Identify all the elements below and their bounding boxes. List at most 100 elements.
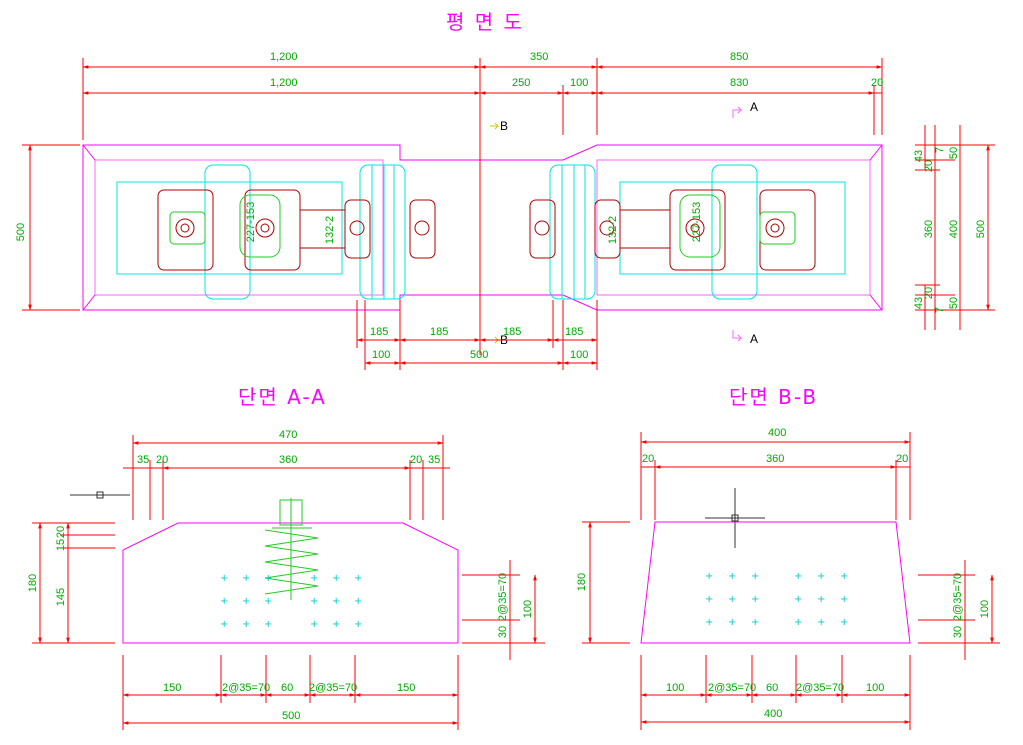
svg-text:+: +: [264, 619, 272, 630]
dim-plan-top-right-2b: 20: [871, 77, 883, 89]
dim-plan-right-i: 43: [913, 297, 925, 309]
dim-plan-top-mid-2b: 100: [570, 77, 588, 89]
dim-plan-right-g: 500: [975, 220, 987, 238]
dim-plan-top-right-1: 850: [730, 51, 748, 63]
plan-top-dimensions: [82, 58, 883, 140]
svg-text:+: +: [310, 596, 318, 607]
section-aa-title: 단면 A-A: [238, 385, 327, 409]
aa-spring-fastener: [264, 498, 319, 600]
svg-text:+: +: [242, 596, 250, 607]
svg-text:+: +: [840, 594, 848, 605]
svg-text:+: +: [728, 571, 736, 582]
dim-fastener-2: 132-2: [324, 216, 336, 244]
plan-title: 평 면 도: [446, 10, 524, 34]
dim-aa-left-c: 145: [55, 588, 67, 606]
dim-plan-right-f: 400: [948, 220, 960, 238]
svg-text:+: +: [220, 619, 228, 630]
svg-text:+: +: [794, 571, 802, 582]
svg-text:+: +: [794, 617, 802, 628]
dim-aa-top-d: 20: [410, 454, 422, 466]
plan-fasteners: [157, 189, 816, 271]
bb-cursor-crosshair: [705, 488, 765, 548]
dim-bb-left-total: 180: [576, 573, 588, 591]
dim-plan-bottom-2: 185: [430, 326, 448, 338]
section-aa: 470 35 20 360 20 35 +++ +++ +++ +++ +++ …: [27, 429, 545, 730]
plan-sleeper-outline: [82, 144, 883, 311]
bb-right-dimensions: [918, 560, 1000, 660]
dim-plan-bottom-6: 500: [470, 349, 488, 361]
svg-text:+: +: [310, 619, 318, 630]
dim-aa-left-total: 180: [27, 574, 39, 592]
dim-plan-right-a: 43: [913, 150, 925, 162]
svg-text:+: +: [840, 571, 848, 582]
dim-fastener-3: 227-153: [691, 202, 703, 242]
aa-reference-marker: [96, 491, 104, 499]
svg-text:+: +: [354, 596, 362, 607]
dim-bb-top-c: 20: [896, 453, 908, 465]
dim-bb-bot-b: 2@35=70: [708, 682, 756, 694]
dim-bb-bot-e: 100: [866, 682, 884, 694]
svg-text:+: +: [794, 594, 802, 605]
dim-plan-right-k: 50: [948, 297, 960, 309]
dim-bb-top-total: 400: [768, 427, 786, 439]
svg-text:+: +: [817, 571, 825, 582]
svg-text:+: +: [728, 617, 736, 628]
aa-right-dimensions: [462, 560, 545, 660]
dim-plan-top-mid-1: 350: [530, 51, 548, 63]
dim-aa-top-total: 470: [279, 429, 297, 441]
dim-plan-bottom-4: 185: [565, 326, 583, 338]
plan-base-plates: [116, 164, 846, 300]
plan-left-dimension: [22, 144, 80, 311]
dim-aa-top-a: 35: [137, 454, 149, 466]
svg-text:+: +: [264, 596, 272, 607]
aa-bottom-dimensions: [122, 655, 459, 730]
dim-plan-bottom-1: 185: [370, 326, 388, 338]
svg-text:+: +: [817, 594, 825, 605]
svg-text:+: +: [264, 573, 272, 584]
bb-top-dimensions: [640, 432, 911, 520]
svg-text:+: +: [751, 571, 759, 582]
dim-aa-right-c: 100: [522, 600, 534, 618]
dim-bb-top-b: 360: [766, 453, 784, 465]
dim-bb-top-a: 20: [642, 453, 654, 465]
dim-plan-right-h: 20: [923, 287, 935, 299]
dim-plan-top-right-2: 830: [730, 77, 748, 89]
section-b-arrow-top: [490, 122, 500, 130]
dim-plan-bottom-3: 185: [503, 326, 521, 338]
section-a-label-top: A: [750, 100, 758, 114]
svg-text:+: +: [705, 571, 713, 582]
aa-left-dimensions: [32, 522, 115, 644]
dim-bb-bot-c: 60: [766, 682, 778, 694]
dim-plan-top-left-1: 1,200: [270, 51, 298, 63]
plan-view: 1,200 1,200 350 250 100 850 830 20 500: [15, 51, 995, 370]
dim-aa-left-a: 20: [55, 526, 67, 538]
svg-text:+: +: [242, 573, 250, 584]
dim-aa-right-a: 2@35=70: [497, 573, 509, 621]
dim-plan-right-b: 20: [923, 160, 935, 172]
plan-right-dimensions: [915, 125, 995, 330]
plan-bottom-dimensions: [356, 300, 598, 370]
dim-aa-top-e: 35: [428, 454, 440, 466]
dim-aa-bot-b: 2@35=70: [222, 682, 270, 694]
dim-bb-bot-d: 2@35=70: [796, 682, 844, 694]
dim-plan-top-left-2: 1,200: [270, 77, 298, 89]
dim-plan-top-mid-2a: 250: [512, 77, 530, 89]
svg-text:+: +: [220, 596, 228, 607]
dim-plan-bottom-5: 100: [372, 349, 390, 361]
dim-plan-bottom-7: 100: [570, 349, 588, 361]
plan-green-clips: [169, 194, 796, 258]
section-a-arrow-bottom: [732, 330, 743, 342]
dim-fastener-4: 132-2: [607, 216, 619, 244]
svg-text:+: +: [332, 573, 340, 584]
dim-bb-right-c: 100: [979, 600, 991, 618]
svg-text:+: +: [840, 617, 848, 628]
dim-aa-bot-total: 500: [282, 710, 300, 722]
svg-text:+: +: [332, 596, 340, 607]
svg-text:+: +: [242, 619, 250, 630]
dim-aa-bot-d: 2@35=70: [309, 682, 357, 694]
section-bb-title: 단면 B-B: [729, 385, 819, 409]
section-bb: 400 20 360 20 +++ +++ +++ +++ +++ +++ 18…: [576, 427, 1000, 730]
svg-text:+: +: [354, 619, 362, 630]
svg-text:+: +: [332, 619, 340, 630]
